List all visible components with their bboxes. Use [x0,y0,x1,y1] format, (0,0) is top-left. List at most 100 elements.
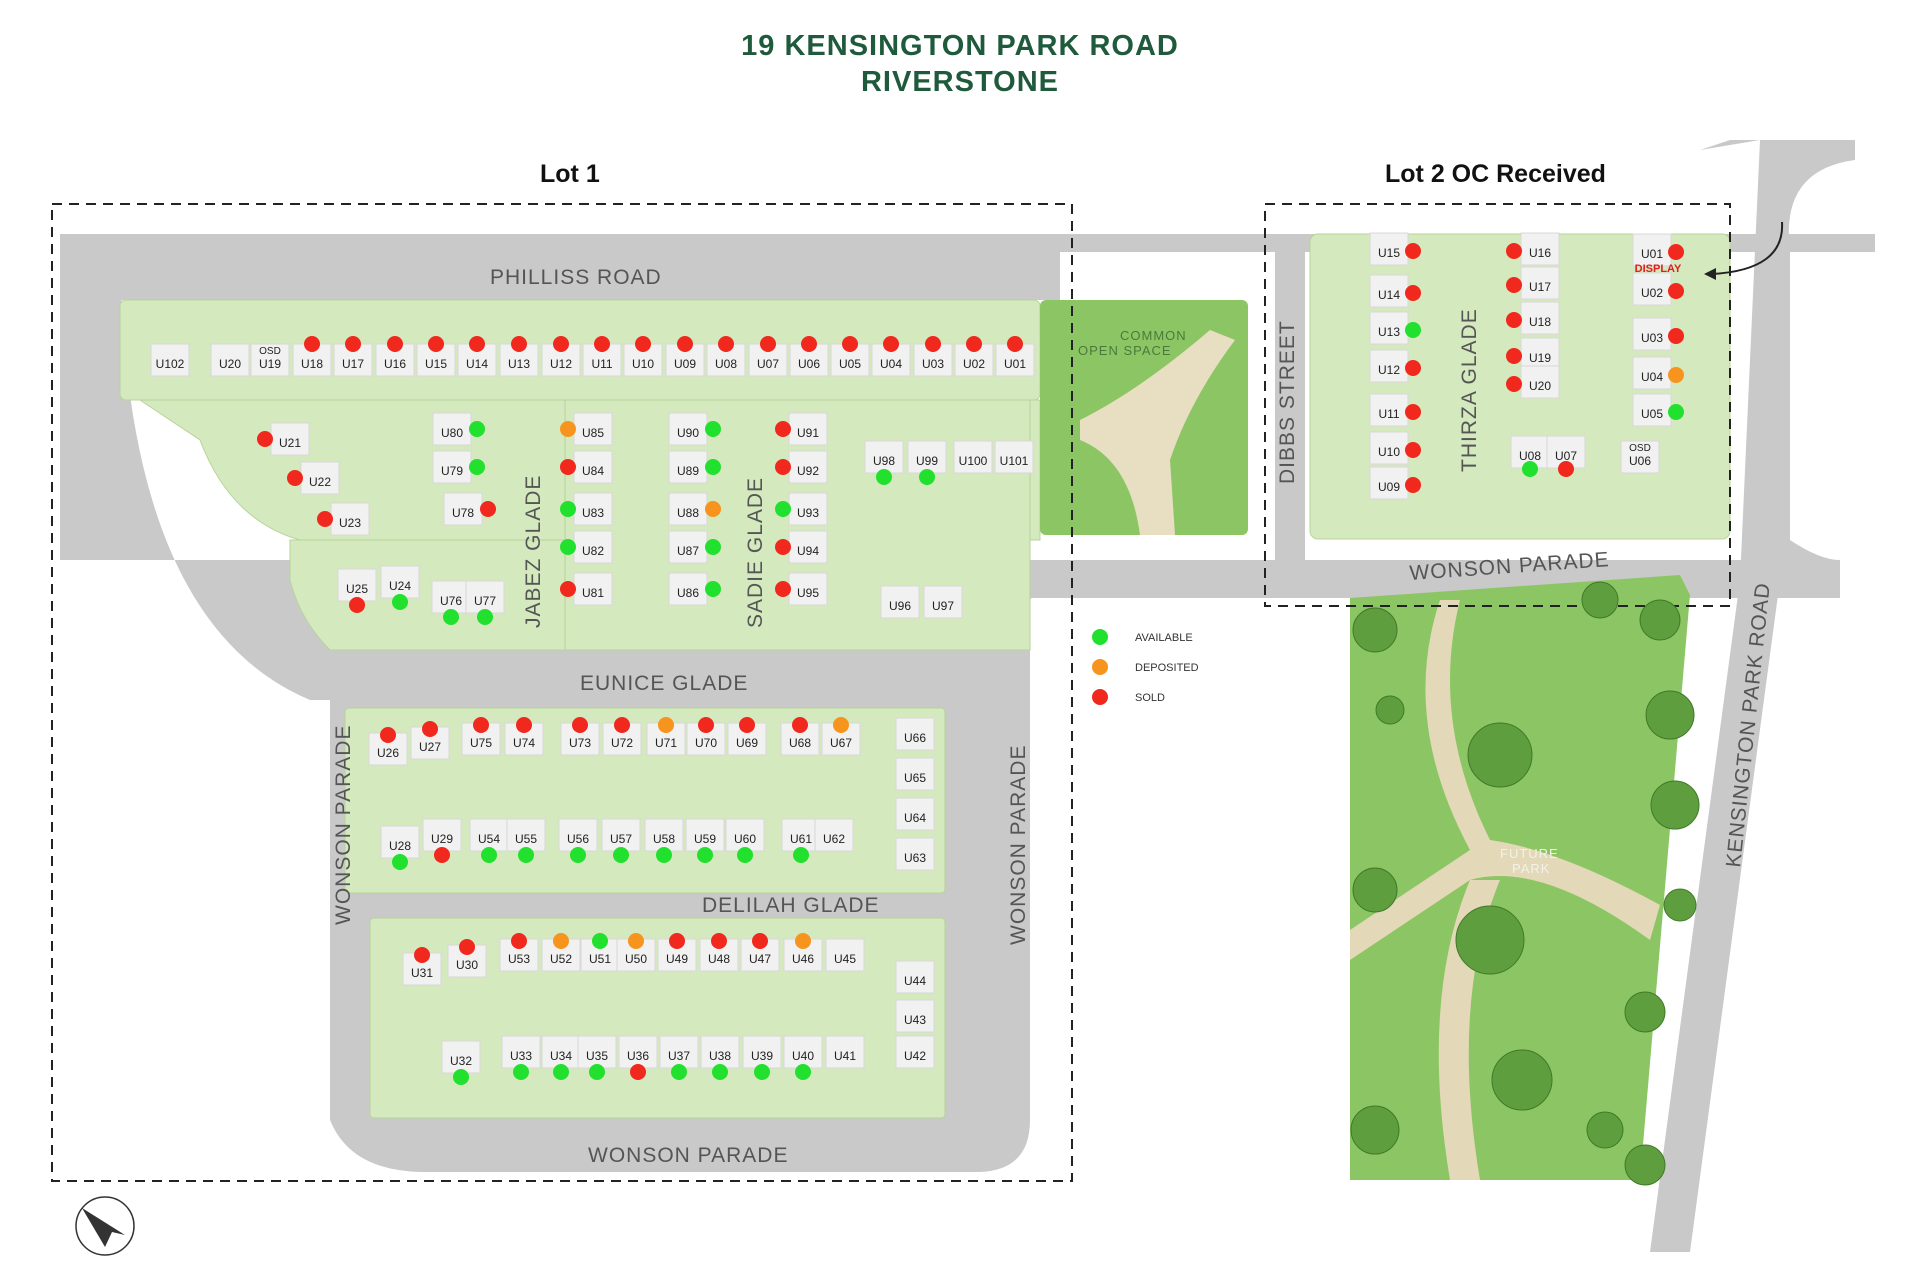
lot1-unit-u77-status-dot[interactable] [477,609,493,625]
lot1-unit-u21-status-dot[interactable] [257,431,273,447]
lot2-unit-u13-status-dot[interactable] [1405,322,1421,338]
lot2-unit-u01-status-dot[interactable] [1668,244,1684,260]
lot1-unit-u68-status-dot[interactable] [792,717,808,733]
lot1-unit-u56-status-dot[interactable] [570,847,586,863]
lot1-unit-u11-status-dot[interactable] [594,336,610,352]
lot1-unit-u98-status-dot[interactable] [876,469,892,485]
lot1-unit-u46-status-dot[interactable] [795,933,811,949]
lot1-unit-u50-status-dot[interactable] [628,933,644,949]
lot2-unit-u20-status-dot[interactable] [1506,376,1522,392]
lot1-unit-u28-status-dot[interactable] [392,854,408,870]
lot1-unit-u27-status-dot[interactable] [422,721,438,737]
lot1-unit-u06-status-dot[interactable] [801,336,817,352]
lot1-unit-u26-status-dot[interactable] [380,727,396,743]
lot1-unit-u16-status-dot[interactable] [387,336,403,352]
lot1-unit-u75-status-dot[interactable] [473,717,489,733]
lot1-unit-u14-status-dot[interactable] [469,336,485,352]
lot2-unit-u10-status-dot[interactable] [1405,442,1421,458]
lot1-unit-u78-status-dot[interactable] [480,501,496,517]
lot1-unit-u85-status-dot[interactable] [560,421,576,437]
lot1-unit-u05-status-dot[interactable] [842,336,858,352]
lot1-unit-u22-status-dot[interactable] [287,470,303,486]
lot1-unit-u84-status-dot[interactable] [560,459,576,475]
lot1-unit-u61-status-dot[interactable] [793,847,809,863]
lot2-unit-u15-status-dot[interactable] [1405,243,1421,259]
lot1-unit-u36-status-dot[interactable] [630,1064,646,1080]
lot1-unit-u13-status-dot[interactable] [511,336,527,352]
lot1-unit-u38-status-dot[interactable] [712,1064,728,1080]
lot1-unit-u71-status-dot[interactable] [658,717,674,733]
lot1-unit-u69-status-dot[interactable] [739,717,755,733]
lot1-unit-u58-status-dot[interactable] [656,847,672,863]
lot1-unit-u81-status-dot[interactable] [560,581,576,597]
lot1-unit-u35-status-dot[interactable] [589,1064,605,1080]
lot2-unit-u04-status-dot[interactable] [1668,367,1684,383]
lot1-unit-u86-status-dot[interactable] [705,581,721,597]
lot2-unit-u07-status-dot[interactable] [1558,461,1574,477]
lot1-unit-u79-status-dot[interactable] [469,459,485,475]
lot1-unit-u39-status-dot[interactable] [754,1064,770,1080]
lot1-unit-u74-status-dot[interactable] [516,717,532,733]
lot1-unit-u30-status-dot[interactable] [459,939,475,955]
lot1-unit-u37-status-dot[interactable] [671,1064,687,1080]
lot1-unit-u57-status-dot[interactable] [613,847,629,863]
lot1-unit-u92-status-dot[interactable] [775,459,791,475]
lot1-unit-u87-status-dot[interactable] [705,539,721,555]
lot2-unit-u16-status-dot[interactable] [1506,243,1522,259]
lot1-unit-u82-status-dot[interactable] [560,539,576,555]
lot2-unit-u09-status-dot[interactable] [1405,477,1421,493]
lot1-unit-u40-status-dot[interactable] [795,1064,811,1080]
lot1-unit-u23-status-dot[interactable] [317,511,333,527]
lot1-unit-u09-status-dot[interactable] [677,336,693,352]
lot1-unit-u17-status-dot[interactable] [345,336,361,352]
lot1-unit-u12-status-dot[interactable] [553,336,569,352]
lot1-unit-u72-status-dot[interactable] [614,717,630,733]
lot2-unit-u18-status-dot[interactable] [1506,312,1522,328]
lot1-unit-u52-status-dot[interactable] [553,933,569,949]
lot1-unit-u31-status-dot[interactable] [414,947,430,963]
lot1-unit-u70-status-dot[interactable] [698,717,714,733]
lot1-unit-u04-status-dot[interactable] [883,336,899,352]
lot1-unit-u91-status-dot[interactable] [775,421,791,437]
lot1-unit-u53-status-dot[interactable] [511,933,527,949]
lot1-unit-u90-status-dot[interactable] [705,421,721,437]
lot1-unit-u49-status-dot[interactable] [669,933,685,949]
lot1-unit-u94-status-dot[interactable] [775,539,791,555]
lot1-unit-u24-status-dot[interactable] [392,594,408,610]
lot2-unit-u05-status-dot[interactable] [1668,404,1684,420]
lot1-unit-u08-status-dot[interactable] [718,336,734,352]
lot1-unit-u54-status-dot[interactable] [481,847,497,863]
lot1-unit-u02-status-dot[interactable] [966,336,982,352]
lot1-unit-u25-status-dot[interactable] [349,597,365,613]
lot1-unit-u10-status-dot[interactable] [635,336,651,352]
lot1-unit-u88-status-dot[interactable] [705,501,721,517]
lot1-unit-u73-status-dot[interactable] [572,717,588,733]
lot2-unit-u08-status-dot[interactable] [1522,461,1538,477]
lot2-unit-u12-status-dot[interactable] [1405,360,1421,376]
lot1-unit-u01-status-dot[interactable] [1007,336,1023,352]
lot1-unit-u48-status-dot[interactable] [711,933,727,949]
lot2-unit-u11-status-dot[interactable] [1405,404,1421,420]
lot1-unit-u47-status-dot[interactable] [752,933,768,949]
lot1-unit-u89-status-dot[interactable] [705,459,721,475]
lot2-unit-u17-status-dot[interactable] [1506,277,1522,293]
lot2-unit-u14-status-dot[interactable] [1405,285,1421,301]
lot2-unit-u02-status-dot[interactable] [1668,283,1684,299]
lot1-unit-u29-status-dot[interactable] [434,847,450,863]
lot1-unit-u95-status-dot[interactable] [775,581,791,597]
lot1-unit-u99-status-dot[interactable] [919,469,935,485]
lot1-unit-u03-status-dot[interactable] [925,336,941,352]
lot1-unit-u34-status-dot[interactable] [553,1064,569,1080]
lot1-unit-u80-status-dot[interactable] [469,421,485,437]
lot2-unit-u03-status-dot[interactable] [1668,328,1684,344]
lot2-unit-u19-status-dot[interactable] [1506,348,1522,364]
lot1-unit-u67-status-dot[interactable] [833,717,849,733]
lot1-unit-u83-status-dot[interactable] [560,501,576,517]
lot1-unit-u93-status-dot[interactable] [775,501,791,517]
lot1-unit-u60-status-dot[interactable] [737,847,753,863]
lot1-unit-u32-status-dot[interactable] [453,1069,469,1085]
lot1-unit-u51-status-dot[interactable] [592,933,608,949]
lot1-unit-u33-status-dot[interactable] [513,1064,529,1080]
lot1-unit-u55-status-dot[interactable] [518,847,534,863]
lot1-unit-u76-status-dot[interactable] [443,609,459,625]
